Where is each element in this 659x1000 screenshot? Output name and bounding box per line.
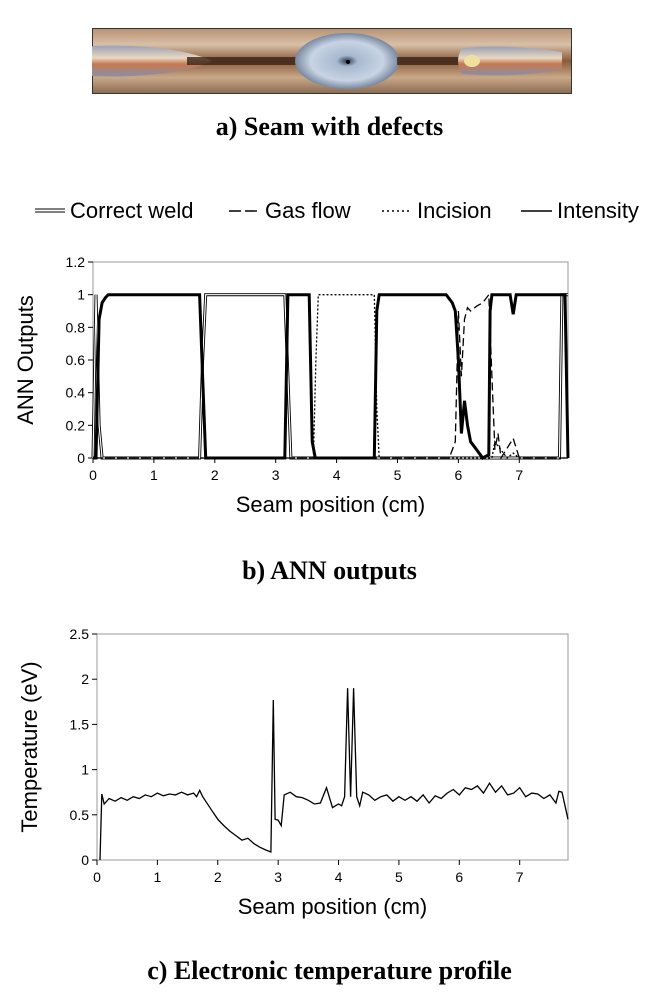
ann-ytick-label: 1.2: [66, 254, 86, 270]
ann-series-gas-flow-line: [93, 292, 568, 460]
ann-ytick-label: 0.2: [66, 417, 86, 433]
temp-xtick-label: 1: [153, 869, 161, 885]
panel-b-caption: b) ANN outputs: [242, 556, 417, 585]
temp-xtick-label: 3: [274, 869, 282, 885]
ann-xtick-label: 4: [333, 467, 341, 483]
ann-series-correct-weld-inner: [92, 294, 568, 459]
ann-series-gas-flow: [93, 292, 568, 460]
temp-ytick-label: 0.5: [70, 807, 90, 823]
ann-xtick-label: 6: [454, 467, 462, 483]
temp-ytick-label: 2: [81, 671, 89, 687]
legend-item-gas-flow: Gas flow: [229, 198, 351, 223]
temp-xtick-label: 7: [516, 869, 524, 885]
ann-xtick-label: 3: [272, 467, 280, 483]
ann-ylabel: ANN Outputs: [13, 295, 38, 425]
temp-ylabel: Temperature (eV): [17, 661, 42, 832]
ann-xtick-label: 2: [211, 467, 219, 483]
panel-a-caption: a) Seam with defects: [215, 112, 444, 141]
temp-plot-frame: [96, 633, 569, 861]
temp-xtick-label: 6: [455, 869, 463, 885]
temp-xtick-label: 5: [395, 869, 403, 885]
legend-label-correct-weld: Correct weld: [70, 198, 193, 223]
legend-item-correct-weld: Correct weld: [35, 198, 193, 223]
ann-plot-frame: [92, 261, 569, 459]
ann-series-correct-weld-outer: [91, 293, 568, 460]
ann-series-incision-line: [93, 294, 568, 459]
legend-item-incision: Incision: [382, 198, 492, 223]
temp-ytick-label: 2.5: [70, 626, 90, 642]
ann-ytick-label: 0.6: [66, 352, 86, 368]
temp-xtick-label: 4: [335, 869, 343, 885]
temp-series-0-line: [99, 688, 569, 861]
legend-label-intensity: Intensity: [557, 198, 639, 223]
temp-xtick-label: 2: [214, 869, 222, 885]
temp-series-0: [99, 688, 569, 861]
legend-label-incision: Incision: [417, 198, 492, 223]
ann-xtick-label: 1: [150, 467, 158, 483]
ann-series-intensity: [93, 293, 570, 460]
ann-xlabel: Seam position (cm): [236, 492, 426, 517]
ann-ytick-label: 0.8: [66, 319, 86, 335]
temp-ytick-label: 0: [81, 852, 89, 868]
ann-xtick-label: 5: [394, 467, 402, 483]
temp-xtick-label: 0: [93, 869, 101, 885]
ann-ytick-label: 0: [77, 450, 85, 466]
weld-seam-photo: [92, 28, 572, 94]
ann-xtick-label: 7: [515, 467, 523, 483]
ann-ytick-label: 0.4: [66, 385, 86, 401]
legend-item-intensity: Intensity: [521, 198, 639, 223]
ann-xtick-label: 0: [89, 467, 97, 483]
ann-series-correct-weld: [91, 293, 568, 460]
temp-ytick-label: 1: [81, 762, 89, 778]
ann-ytick-label: 1: [77, 287, 85, 303]
ann-series-intensity-line: [93, 293, 570, 460]
panel-c-caption: c) Electronic temperature profile: [147, 956, 512, 985]
temp-xlabel: Seam position (cm): [238, 894, 428, 919]
chart-legend: Correct weld Gas flow Incision Intensity: [35, 198, 639, 223]
temp-ytick-label: 1.5: [70, 716, 90, 732]
legend-label-gas-flow: Gas flow: [265, 198, 351, 223]
ann-series-incision: [93, 294, 568, 459]
